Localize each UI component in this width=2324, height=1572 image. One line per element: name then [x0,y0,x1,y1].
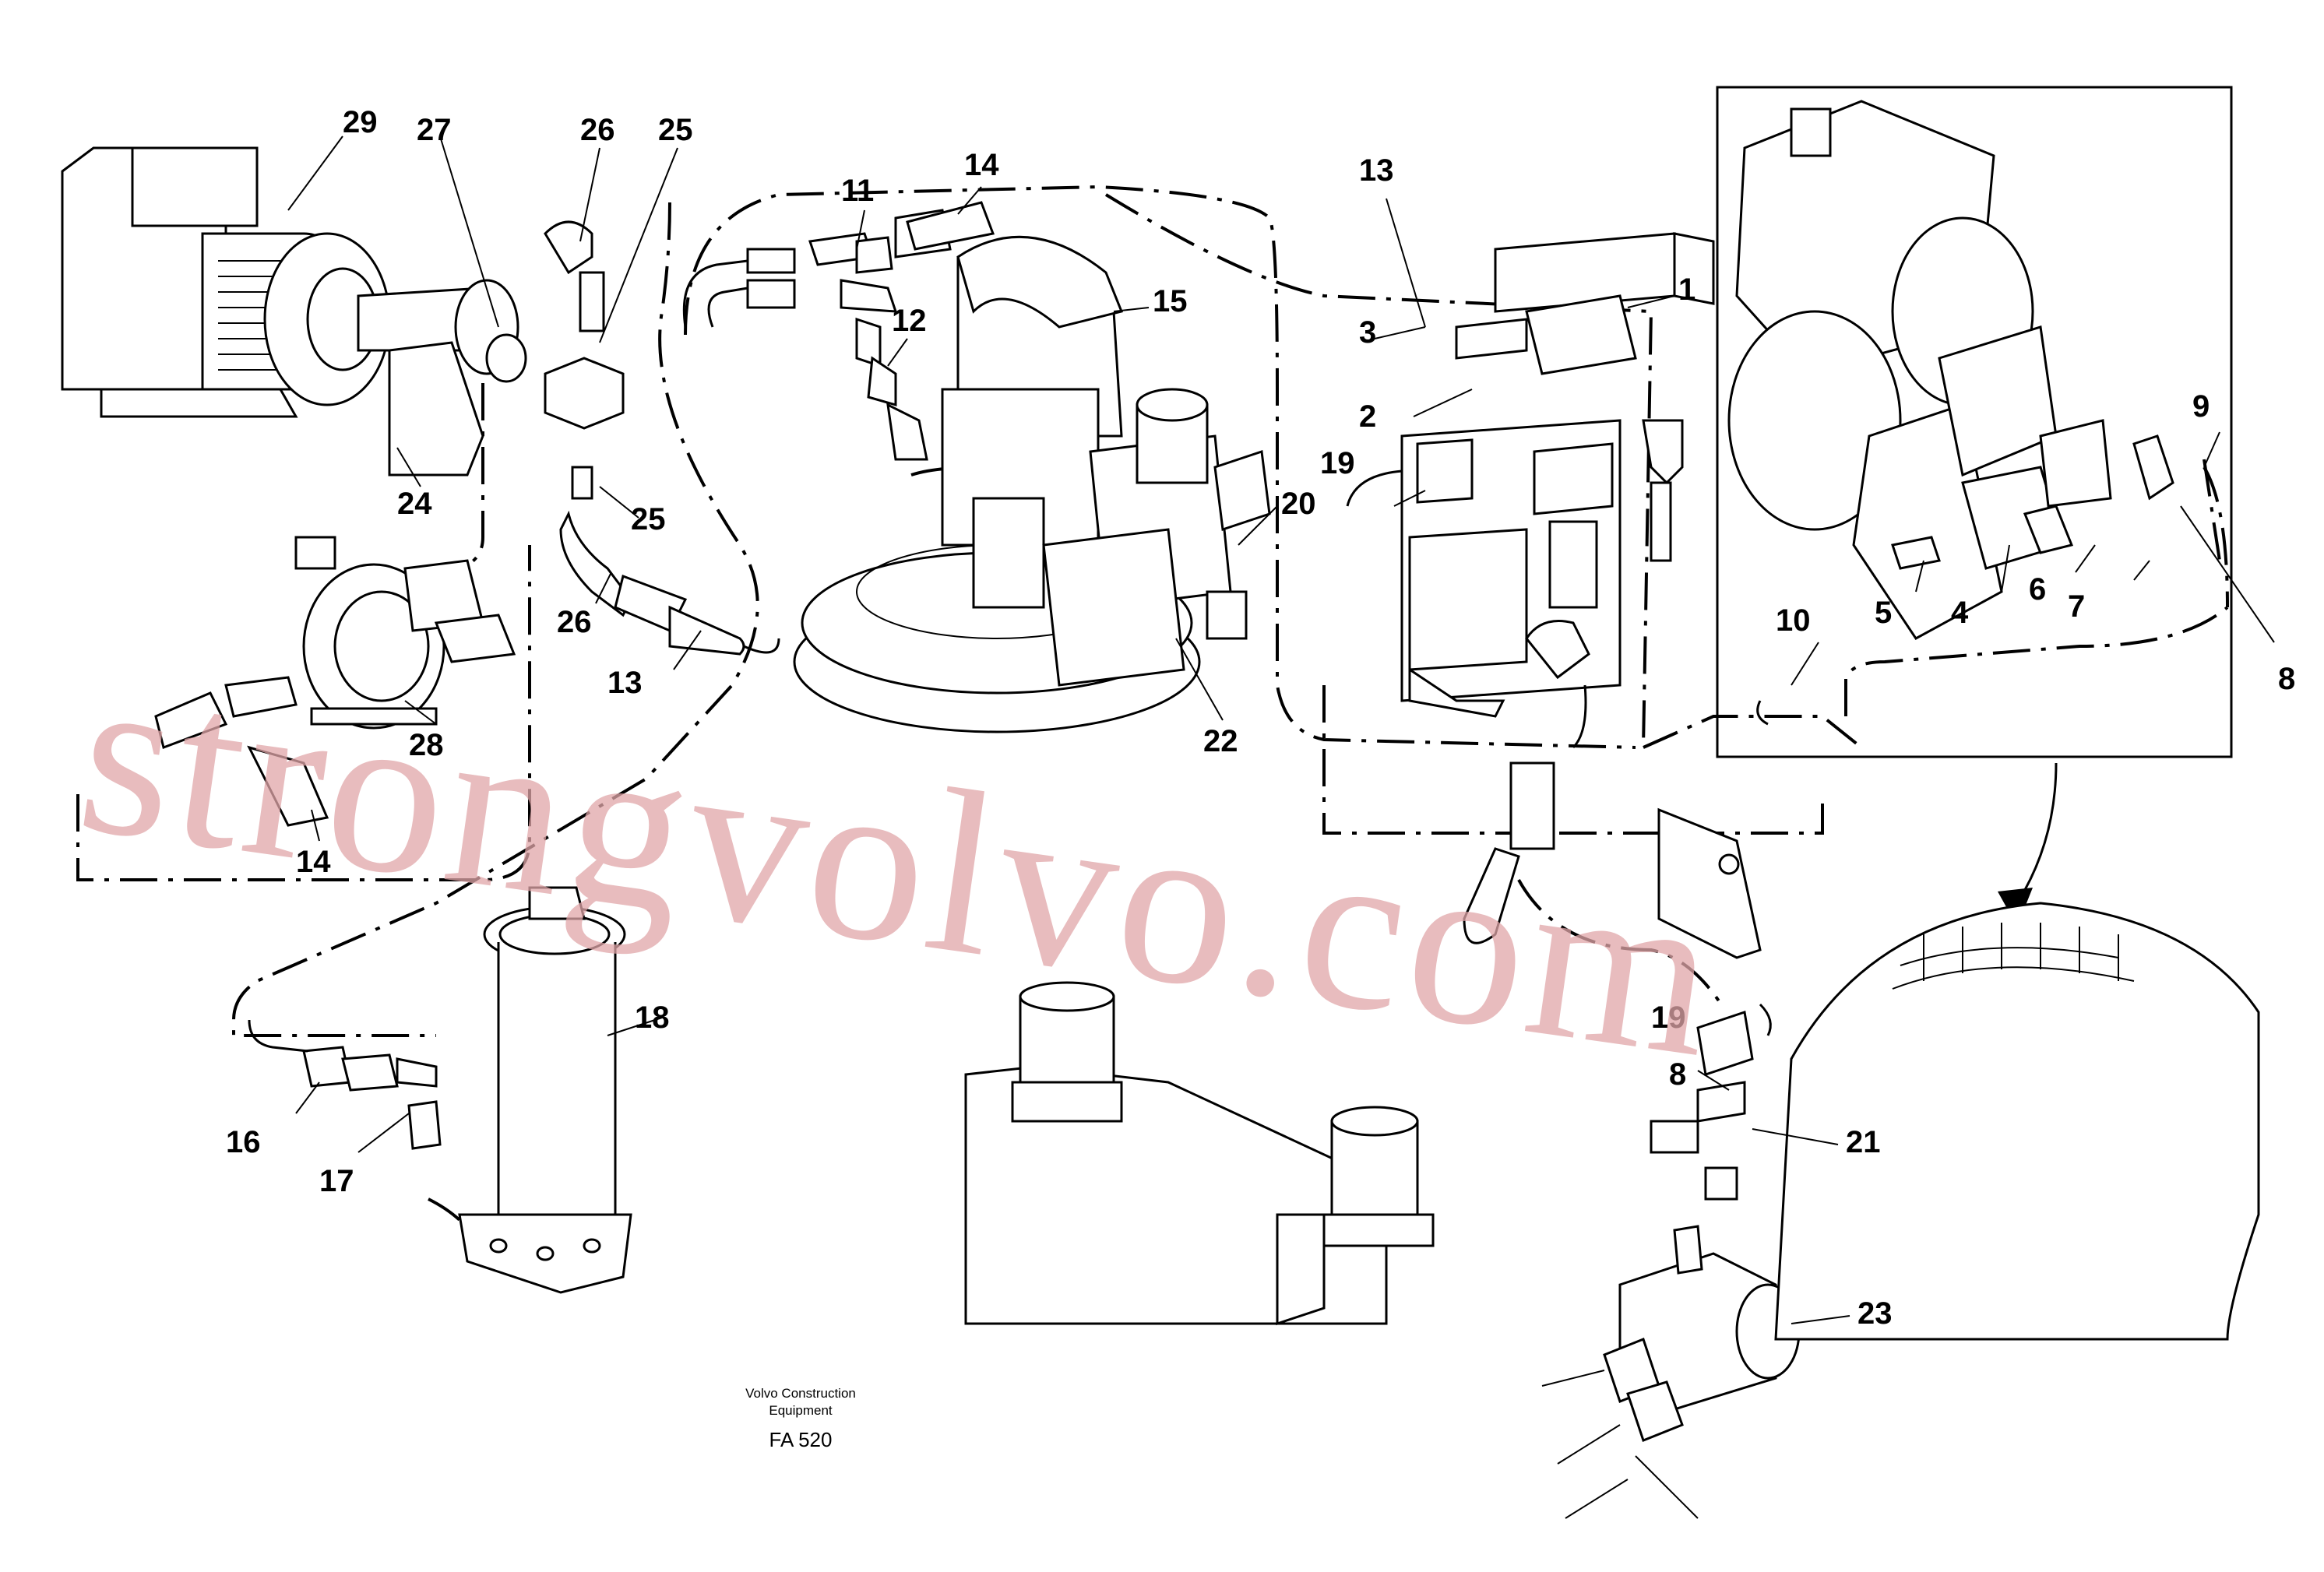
right-valve-block [1346,232,1762,959]
valve-block-23 [1541,1003,1801,1519]
callout-10: 10 [1776,603,1811,638]
callout-18: 18 [635,1001,670,1035]
caption-line-1: Volvo Construction [745,1386,856,1401]
lower-actuators [964,981,1435,1326]
callout-14: 14 [964,148,999,182]
callout-25: 25 [658,113,693,147]
callout-15: 15 [1153,284,1188,318]
callout-19: 19 [1320,446,1355,480]
callout-23: 23 [1857,1296,1893,1331]
callout-labels: 29 27 26 25 14 11 12 15 13 1 3 2 19 20 2… [226,105,2295,1331]
callout-9: 9 [2192,389,2210,424]
callout-27: 27 [417,113,452,147]
callout-22: 22 [1203,724,1238,758]
callout-17: 17 [319,1164,354,1198]
callout-19b: 19 [1651,1001,1686,1035]
callout-13b: 13 [607,666,643,700]
callout-1: 1 [1678,273,1695,307]
callout-26b: 26 [557,605,592,639]
callout-7: 7 [2068,589,2085,624]
callout-8: 8 [2278,662,2295,696]
callout-13: 13 [1359,153,1394,188]
callout-11: 11 [841,174,874,208]
callout-14b: 14 [296,845,331,879]
caption-code: FA 520 [769,1428,833,1451]
leader-lines [287,135,2275,1324]
control-valve-unit [793,235,1271,733]
callout-3: 3 [1359,315,1376,350]
callout-26: 26 [580,113,615,147]
callout-21: 21 [1846,1125,1881,1159]
cross-fitting [485,220,625,430]
callout-29: 29 [343,105,378,139]
fittings-16-17 [248,1019,442,1150]
hose-routing-lines [76,185,2229,1240]
callout-16: 16 [226,1125,261,1159]
caption-line-2: Equipment [769,1403,833,1418]
drawing-caption: Volvo Construction Equipment FA 520 [745,1386,856,1451]
callout-24: 24 [397,487,432,521]
callout-5: 5 [1875,596,1892,630]
electric-motor [61,146,519,477]
callout-4: 4 [1951,596,1969,630]
detail-pointer [1774,762,2260,1341]
callout-28: 28 [409,728,444,762]
upper-hose-fittings [682,201,995,461]
detail-inset [1716,86,2233,758]
callout-25b: 25 [631,502,666,536]
callout-12: 12 [892,304,927,338]
hose-assembly [559,466,780,656]
filter-canister [458,886,632,1294]
callout-20: 20 [1281,487,1316,521]
water-pump [154,536,516,827]
callout-6: 6 [2029,572,2046,607]
callout-2: 2 [1359,399,1376,434]
callout-8b: 8 [1669,1057,1686,1092]
